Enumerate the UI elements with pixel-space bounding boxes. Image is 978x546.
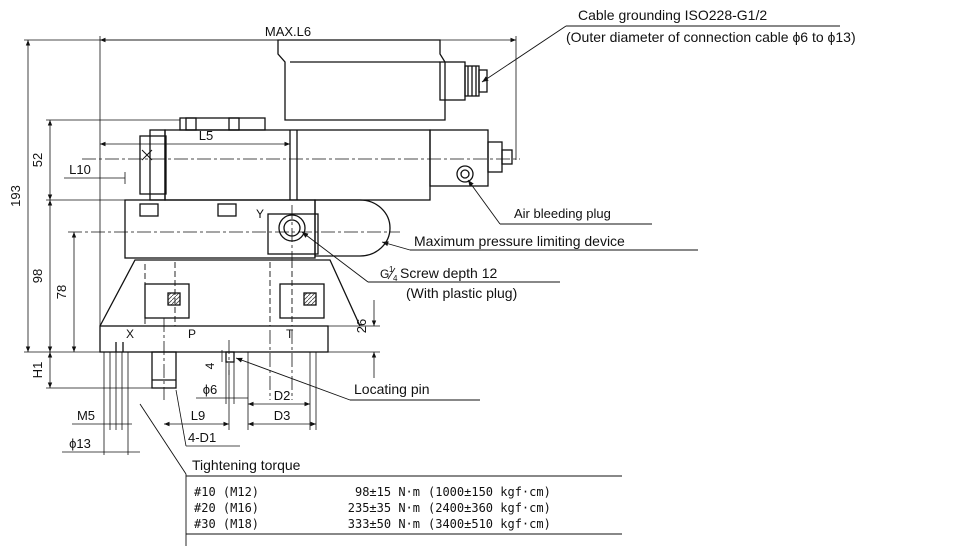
- callout-locating-pin: Locating pin: [354, 381, 430, 397]
- dim-l9: L9: [191, 408, 205, 423]
- callout-labels: Cable grounding ISO228-G1/2 (Outer diame…: [354, 7, 856, 397]
- torque-size: #30 (M18): [194, 517, 259, 531]
- dim-4: 4: [203, 362, 217, 369]
- dim-l5: L5: [199, 128, 213, 143]
- callout-cable-diameter: (Outer diameter of connection cable ϕ6 t…: [566, 29, 856, 45]
- dimension-labels: MAX.L6 L5 L10 193 52 98 78 26 4 H1 M5 ϕ1…: [8, 24, 369, 451]
- base-plate: [99, 325, 329, 353]
- dim-m5: M5: [77, 408, 95, 423]
- g-frac-den: 4: [393, 274, 398, 283]
- amplifier-box: [277, 39, 446, 121]
- locating-pin: [225, 351, 235, 363]
- torque-size: #10 (M12): [194, 485, 259, 499]
- torque-row: #20 (M16) 235±35 N·m (2400±360 kgf·cm): [194, 501, 551, 515]
- max-pressure-device: [267, 199, 391, 257]
- torque-kgf: (1000±150 kgf·cm): [428, 485, 551, 499]
- callout-g-thread: G 1 4 Screw depth 12: [380, 265, 497, 283]
- port-y: Y: [256, 207, 264, 221]
- dim-d3: D3: [274, 408, 291, 423]
- dim-phi13: ϕ13: [69, 436, 91, 451]
- callout-cable-grounding: Cable grounding ISO228-G1/2: [578, 7, 767, 23]
- leader-lines: [139, 25, 840, 546]
- dim-78: 78: [54, 285, 69, 299]
- torque-nm: 98±15 N·m: [355, 485, 420, 499]
- port-x: X: [126, 327, 134, 341]
- callout-plastic-plug: (With plastic plug): [406, 285, 517, 301]
- torque-row: #30 (M18) 333±50 N·m (3400±510 kgf·cm): [194, 517, 551, 531]
- torque-kgf: (2400±360 kgf·cm): [428, 501, 551, 515]
- dim-phi6: ϕ6: [203, 382, 218, 397]
- dim-26: 26: [354, 319, 369, 333]
- g-frac-num: 1: [389, 265, 394, 274]
- dim-max-l6: MAX.L6: [265, 24, 311, 39]
- port-p: P: [188, 327, 196, 341]
- torque-nm: 235±35 N·m: [348, 501, 420, 515]
- valve-body: [99, 39, 513, 389]
- dim-98: 98: [30, 269, 45, 283]
- dimension-lines: [24, 36, 517, 455]
- valve-housing: [99, 259, 361, 327]
- dim-4-d1: 4-D1: [188, 430, 216, 445]
- torque-nm: 333±50 N·m: [348, 517, 420, 531]
- torque-table: Tightening torque #10 (M12) 98±15 N·m (1…: [186, 457, 622, 535]
- callout-screw-depth: Screw depth 12: [400, 265, 497, 281]
- torque-row: #10 (M12) 98±15 N·m (1000±150 kgf·cm): [194, 485, 551, 499]
- dim-52: 52: [30, 153, 45, 167]
- callout-air-bleeding: Air bleeding plug: [514, 206, 611, 221]
- torque-size: #20 (M16): [194, 501, 259, 515]
- callout-max-pressure: Maximum pressure limiting device: [414, 233, 625, 249]
- dim-193: 193: [8, 185, 23, 207]
- cable-gland: [439, 61, 488, 101]
- torque-title: Tightening torque: [192, 457, 301, 473]
- air-bleeding-plug: [456, 165, 474, 183]
- centerlines: [68, 158, 520, 400]
- solenoid-coil: [429, 129, 489, 187]
- torque-kgf: (3400±510 kgf·cm): [428, 517, 551, 531]
- dim-l10: L10: [69, 162, 91, 177]
- g-prefix: G: [380, 267, 389, 281]
- dim-h1: H1: [30, 362, 45, 379]
- port-t: T: [286, 327, 294, 341]
- dim-d2: D2: [274, 388, 291, 403]
